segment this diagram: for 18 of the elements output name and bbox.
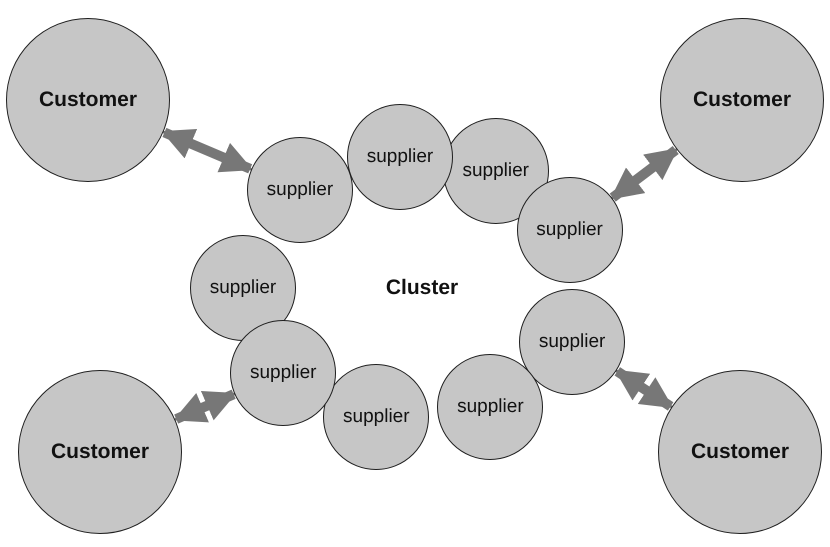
node-text: supplier — [250, 362, 316, 384]
node-text: supplier — [462, 160, 529, 182]
node-text: Customer — [690, 440, 790, 464]
double-arrow — [161, 128, 254, 174]
node-text: supplier — [538, 330, 606, 353]
double-arrow — [173, 390, 237, 424]
node-text: supplier — [366, 146, 434, 168]
node-text: Customer — [38, 88, 138, 112]
node-text: supplier — [266, 178, 334, 201]
node-text: supplier — [457, 396, 524, 418]
node-text: supplier — [536, 219, 603, 242]
double-arrow — [610, 146, 679, 202]
double-arrow — [614, 367, 674, 411]
node-text: supplier — [343, 406, 410, 428]
node-text: supplier — [210, 277, 276, 299]
node-text: Customer — [692, 88, 792, 112]
cluster-label: Cluster — [386, 276, 458, 300]
node-text: Customer — [50, 440, 150, 464]
